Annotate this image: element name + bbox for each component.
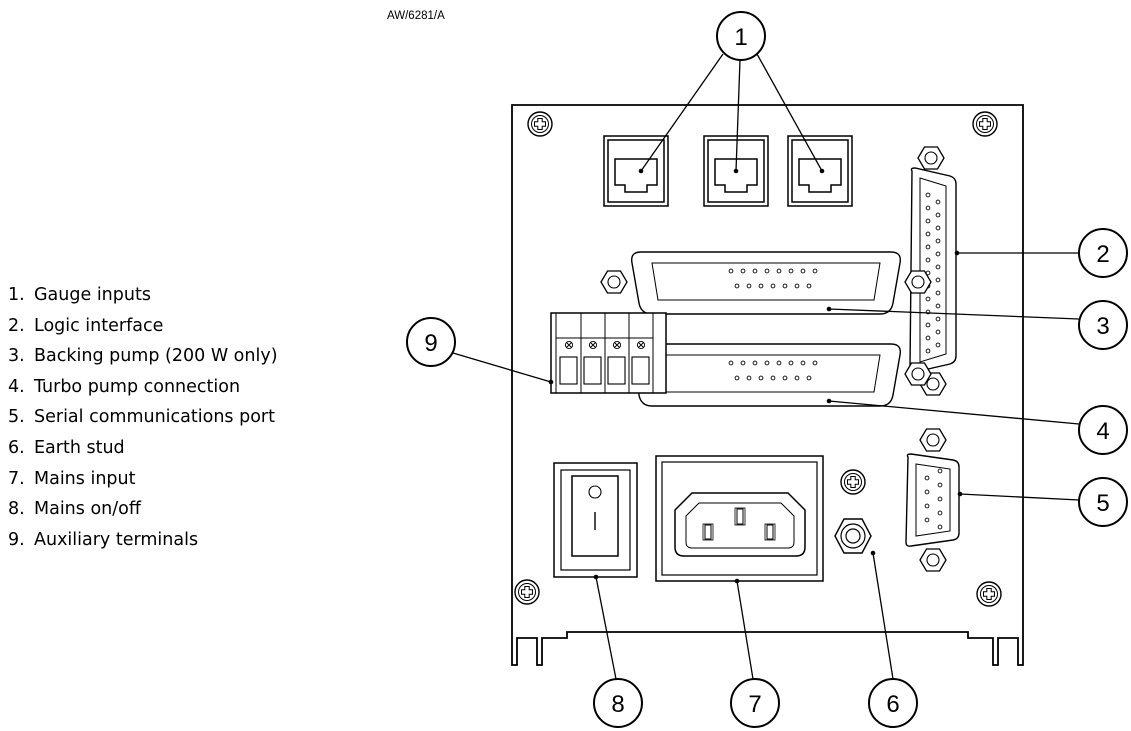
svg-text:1: 1: [734, 24, 747, 51]
corner-screw-icon: [514, 579, 540, 605]
legend-item-logic-interface: 2.Logic interface: [8, 315, 164, 336]
corner-screw-icon: [972, 111, 998, 137]
callout-circle-9: 9: [406, 317, 456, 367]
earth-stud: [834, 469, 872, 554]
svg-text:3: 3: [1096, 313, 1109, 340]
svg-text:5: 5: [1096, 490, 1109, 517]
svg-text:7: 7: [748, 691, 761, 718]
earth-screw-icon: [840, 469, 866, 495]
callout-circle-2: 2: [1078, 228, 1128, 278]
corner-screw-icon: [527, 111, 553, 137]
legend-list: 1.Gauge inputs 2.Logic interface 3.Backi…: [8, 280, 278, 555]
leader-dots: [548, 168, 963, 584]
legend-item-mains-switch: 8.Mains on/off: [8, 499, 141, 520]
logic-interface-connector: [909, 146, 957, 396]
serial-port-connector: [905, 428, 960, 572]
drawing-reference: AW/6281/A: [387, 10, 445, 22]
auxiliary-terminal-block: [550, 312, 667, 394]
svg-text:6: 6: [886, 691, 899, 718]
legend-item-gauge-inputs: 1.Gauge inputs: [8, 285, 151, 305]
callout-circle-5: 5: [1078, 477, 1128, 527]
svg-text:8: 8: [611, 691, 624, 718]
legend-item-earth-stud: 6.Earth stud: [8, 437, 125, 458]
svg-text:4: 4: [1096, 418, 1109, 445]
legend-item-serial-port: 5.Serial communications port: [8, 407, 275, 428]
callout-circle-3: 3: [1078, 300, 1128, 350]
callout-circle-6: 6: [868, 678, 918, 728]
callout-circle-8: 8: [593, 678, 643, 728]
callout-circle-7: 7: [730, 678, 780, 728]
legend-item-aux-terminals: 9.Auxiliary terminals: [8, 529, 199, 550]
legend-item-mains-input: 7.Mains input: [8, 468, 136, 489]
mains-input-socket: [655, 455, 824, 582]
svg-text:2: 2: [1096, 241, 1109, 268]
turbo-pump-connector: [601, 344, 931, 406]
svg-text:9: 9: [424, 330, 437, 357]
legend-item-turbo-pump: 4.Turbo pump connection: [8, 376, 241, 397]
callout-circle-1: 1: [716, 11, 766, 61]
backing-pump-connector: [601, 252, 931, 314]
leader-lines: [452, 53, 1080, 680]
corner-screw-icon: [976, 581, 1002, 607]
callout-circle-4: 4: [1078, 405, 1128, 455]
legend-item-backing-pump: 3.Backing pump (200 W only): [8, 346, 278, 367]
mains-switch: [553, 462, 638, 578]
